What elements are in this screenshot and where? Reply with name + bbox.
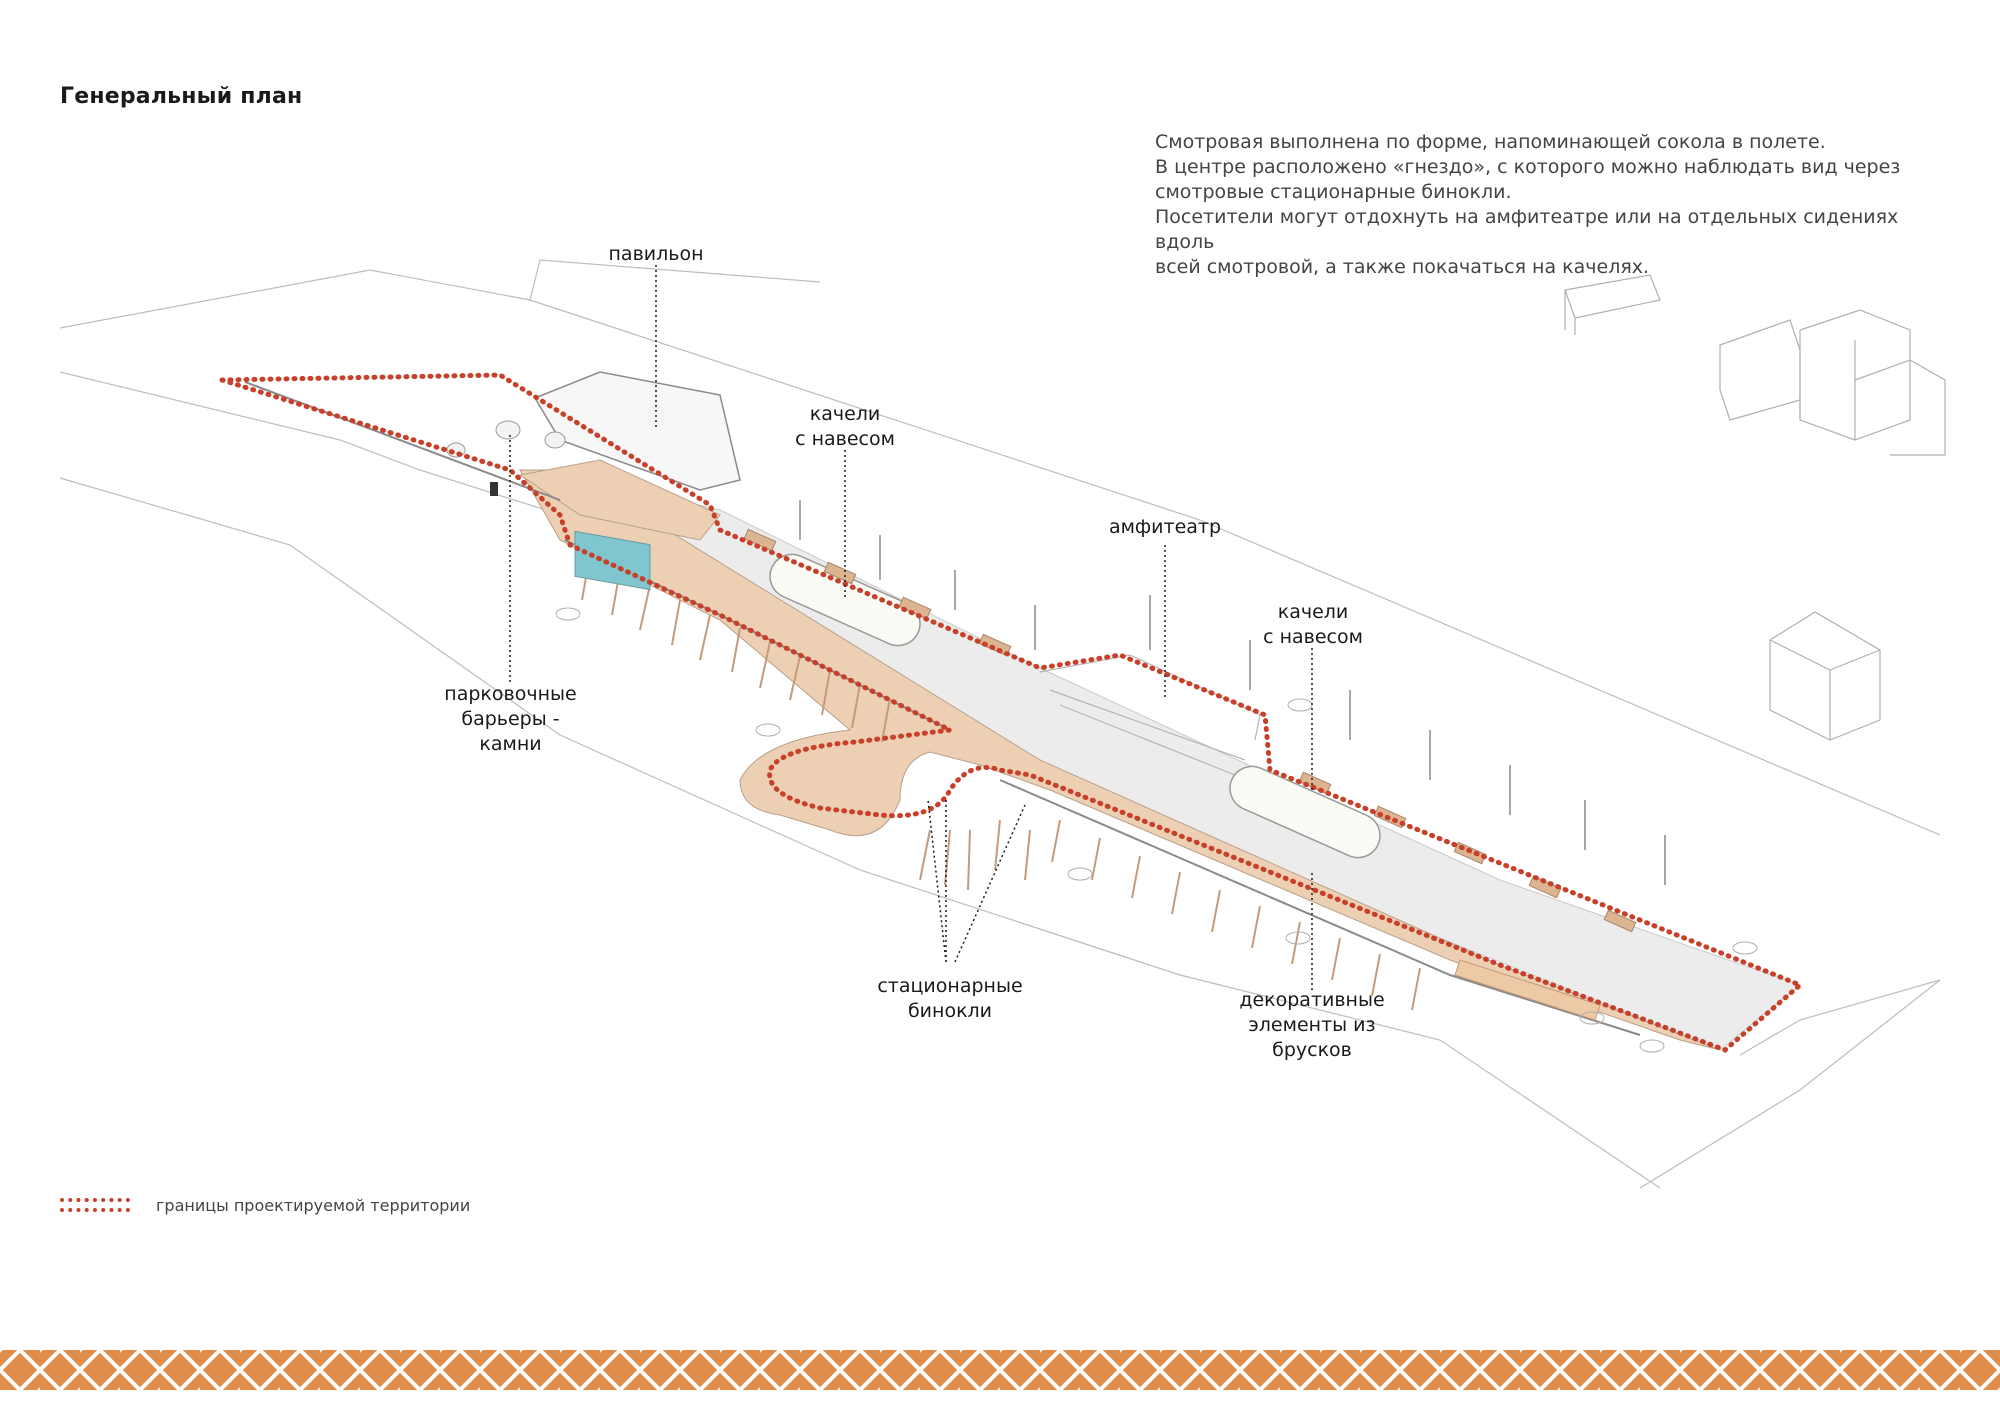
- benches: [743, 528, 1637, 933]
- label-line: брусков: [1272, 1039, 1352, 1061]
- label-swings-1: качели с навесом: [790, 402, 900, 452]
- description-line: В центре расположено «гнездо», с которог…: [1155, 156, 1901, 178]
- label-line: камни: [479, 733, 542, 755]
- swing-canopy-2: [1229, 765, 1381, 859]
- label-line: парковочные: [444, 683, 577, 705]
- label-decorative-elements: декоративные элементы из брусков: [1232, 988, 1392, 1063]
- label-line: с навесом: [1263, 626, 1363, 648]
- description-line: смотровые стационарные бинокли.: [1155, 181, 1512, 203]
- parking-barrier-post: [490, 482, 498, 496]
- description-line: всей смотровой, а также покачаться на ка…: [1155, 256, 1650, 278]
- main-deck: [244, 371, 1802, 1053]
- lamp-posts: [799, 500, 1666, 885]
- description-line: Посетители могут отдохнуть на амфитеатре…: [1155, 206, 1899, 253]
- legend: границы проектируемой территории: [60, 1193, 470, 1217]
- design-boundary: [221, 372, 1805, 1053]
- label-amphitheater: амфитеатр: [1100, 515, 1230, 540]
- label-line: качели: [1277, 601, 1349, 623]
- pavilion-plaza: [518, 459, 721, 541]
- parking-barrier-stones: [446, 420, 566, 458]
- label-line: стационарные: [877, 975, 1023, 997]
- label-line: павильон: [608, 243, 704, 265]
- label-pavilion: павильон: [598, 242, 714, 267]
- context-buildings: [1564, 274, 1946, 741]
- decorative-lattice-band: [0, 1350, 2000, 1390]
- page-title: Генеральный план: [60, 84, 303, 109]
- label-parking-barriers: парковочные барьеры - камни: [433, 682, 588, 757]
- callout-leaders: [509, 265, 1313, 990]
- label-line: с навесом: [795, 428, 895, 450]
- boundary-legend-label: границы проектируемой территории: [156, 1195, 471, 1215]
- paving-surface: [549, 469, 1802, 1051]
- description-line: Смотровая выполнена по форме, напоминающ…: [1155, 131, 1826, 153]
- boundary-legend-swatch: [60, 1198, 130, 1212]
- pavilion-building: [533, 371, 741, 591]
- label-line: бинокли: [907, 1000, 993, 1022]
- decorative-wood-panel: [1454, 959, 1601, 1021]
- label-line: барьеры -: [461, 708, 560, 730]
- label-line: декоративные: [1239, 989, 1385, 1011]
- swing-canopy-1: [769, 553, 921, 647]
- label-line: элементы из: [1248, 1014, 1376, 1036]
- label-binoculars: стационарные бинокли: [870, 974, 1030, 1024]
- label-line: качели: [809, 403, 881, 425]
- description-text: Смотровая выполнена по форме, напоминающ…: [1155, 130, 1955, 280]
- label-line: амфитеатр: [1108, 516, 1222, 538]
- terrain-lines: [59, 259, 1941, 1189]
- label-swings-2: качели с навесом: [1258, 600, 1368, 650]
- railing-lower-2: [999, 779, 1641, 1036]
